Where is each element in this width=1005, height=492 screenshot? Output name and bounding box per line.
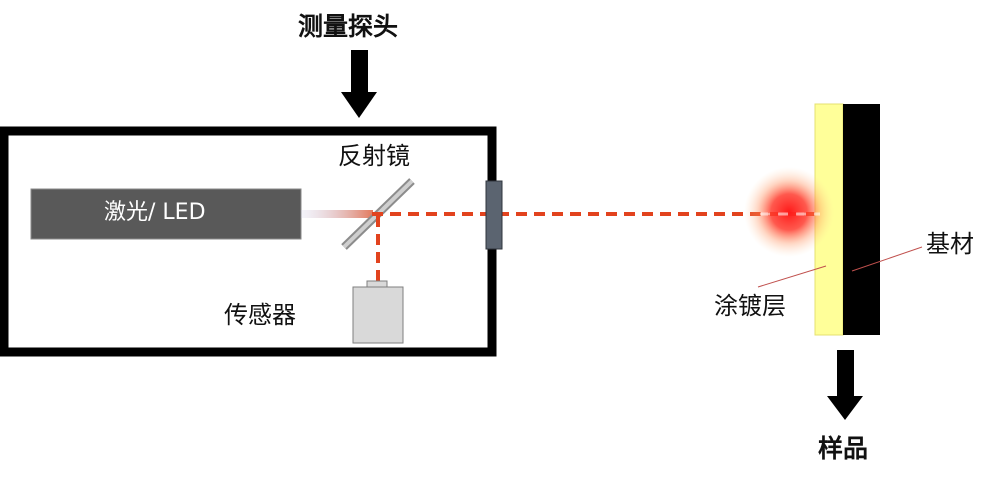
coating-leader-line [757, 265, 827, 288]
substrate-leader-line [851, 246, 923, 272]
substrate-label: 基材 [926, 230, 974, 258]
substrate-layer [843, 104, 880, 335]
mirror-label: 反射镜 [338, 142, 410, 170]
laser-hotspot [744, 167, 834, 257]
probe-window [485, 180, 503, 250]
probe-label: 测量探头 [298, 12, 399, 41]
probe-down-arrow-icon [341, 50, 377, 118]
coating-label: 涂镀层 [714, 292, 786, 320]
source-label: 激光/ LED [104, 200, 206, 225]
light-source-block [30, 188, 302, 240]
sample-down-arrow-icon [827, 350, 863, 420]
source-beam-fade [301, 210, 373, 218]
sensor-label: 传感器 [224, 301, 296, 329]
sensor-block [352, 280, 404, 344]
sample-label: 样品 [818, 434, 869, 463]
